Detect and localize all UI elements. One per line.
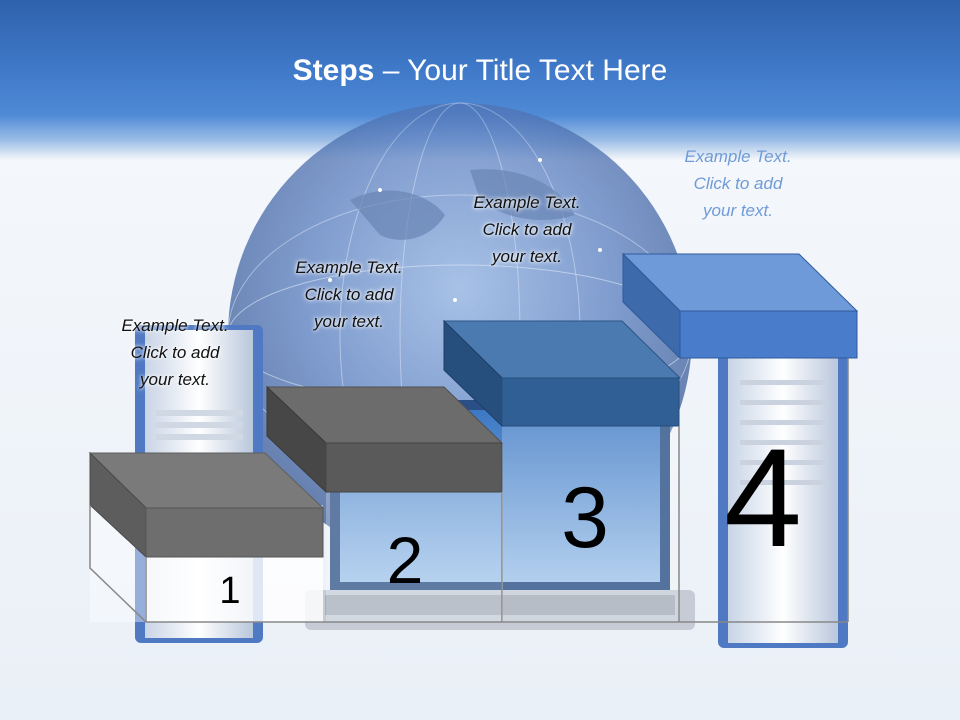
step-3-line-2: Click to add: [482, 220, 572, 239]
step-2-caption[interactable]: Example Text. Click to add your text.: [274, 254, 424, 335]
step-1-line-2: Click to add: [130, 343, 220, 362]
step-2-line-3: your text.: [314, 312, 384, 331]
title-rest-text: – Your Title Text Here: [374, 54, 668, 87]
step-4-line-2: Click to add: [693, 174, 783, 193]
step-4-line-1: Example Text.: [684, 147, 792, 166]
step-1-line-3: your text.: [140, 370, 210, 389]
step-4-block: [621, 252, 859, 623]
step-3-line-1: Example Text.: [473, 193, 581, 212]
step-1-caption[interactable]: Example Text. Click to add your text.: [100, 312, 250, 393]
step-3-number: 3: [561, 470, 609, 566]
step-2-line-2: Click to add: [304, 285, 394, 304]
step-3-line-3: your text.: [492, 247, 562, 266]
step-3-block: [442, 319, 682, 623]
step-2-number: 2: [386, 523, 424, 597]
step-1-block: [88, 451, 325, 623]
step-4-line-3: your text.: [703, 201, 773, 220]
step-2-block: [265, 385, 504, 623]
step-1-line-1: Example Text.: [121, 316, 229, 335]
step-1-number: 1: [219, 570, 241, 612]
right-server-image: [718, 330, 848, 648]
step-2-line-1: Example Text.: [295, 258, 403, 277]
step-4-caption[interactable]: Example Text. Click to add your text.: [663, 143, 813, 224]
title-bold-text: Steps: [292, 54, 375, 87]
laptop-image: [305, 400, 695, 630]
step-3-caption[interactable]: Example Text. Click to add your text.: [452, 189, 602, 270]
slide-title[interactable]: Steps – Your Title Text Here: [0, 54, 960, 88]
step-4-number: 4: [724, 419, 802, 576]
